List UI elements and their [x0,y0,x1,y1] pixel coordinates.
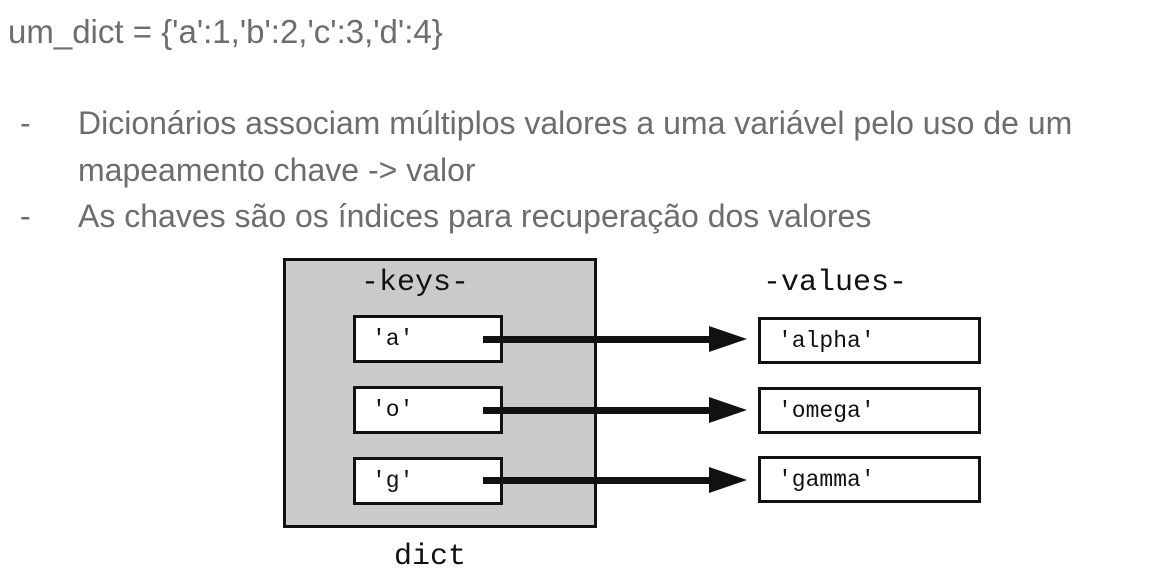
key-box-o: 'o' [353,386,503,434]
arrow-shaft [483,335,713,343]
arrow-head [709,326,747,352]
bullet-text: Dicionários associam múltiplos valores a… [78,105,1073,188]
arrow-shaft [483,476,713,484]
code-line: um_dict = {'a':1,'b':2,'c':3,'d':4} [8,13,443,50]
key-text: 'o' [372,397,414,423]
values-label: -values- [762,266,908,300]
key-text: 'g' [372,468,414,494]
bullet-marker: - [20,198,31,234]
arrow-head [709,397,747,423]
key-text: 'a' [372,326,414,352]
value-text: 'alpha' [778,327,875,354]
value-text: 'omega' [778,397,875,424]
bullet-item-2: - As chaves são os índices para recupera… [20,193,1123,240]
bullet-text: As chaves são os índices para recuperaçã… [78,198,872,234]
arrow-icon [483,326,747,352]
value-box-alpha: 'alpha' [758,317,981,364]
arrow-shaft [483,406,713,414]
keys-label: -keys- [360,266,470,300]
bullet-marker: - [20,105,31,141]
arrow-icon [483,397,747,423]
key-box-g: 'g' [353,457,503,505]
value-box-omega: 'omega' [758,387,981,434]
key-box-a: 'a' [353,315,503,363]
value-box-gamma: 'gamma' [758,456,981,503]
arrow-icon [483,467,747,493]
arrow-head [709,467,747,493]
dict-label: dict [393,540,466,574]
value-text: 'gamma' [778,466,875,493]
bullet-item-1: - Dicionários associam múltiplos valores… [20,100,1123,194]
